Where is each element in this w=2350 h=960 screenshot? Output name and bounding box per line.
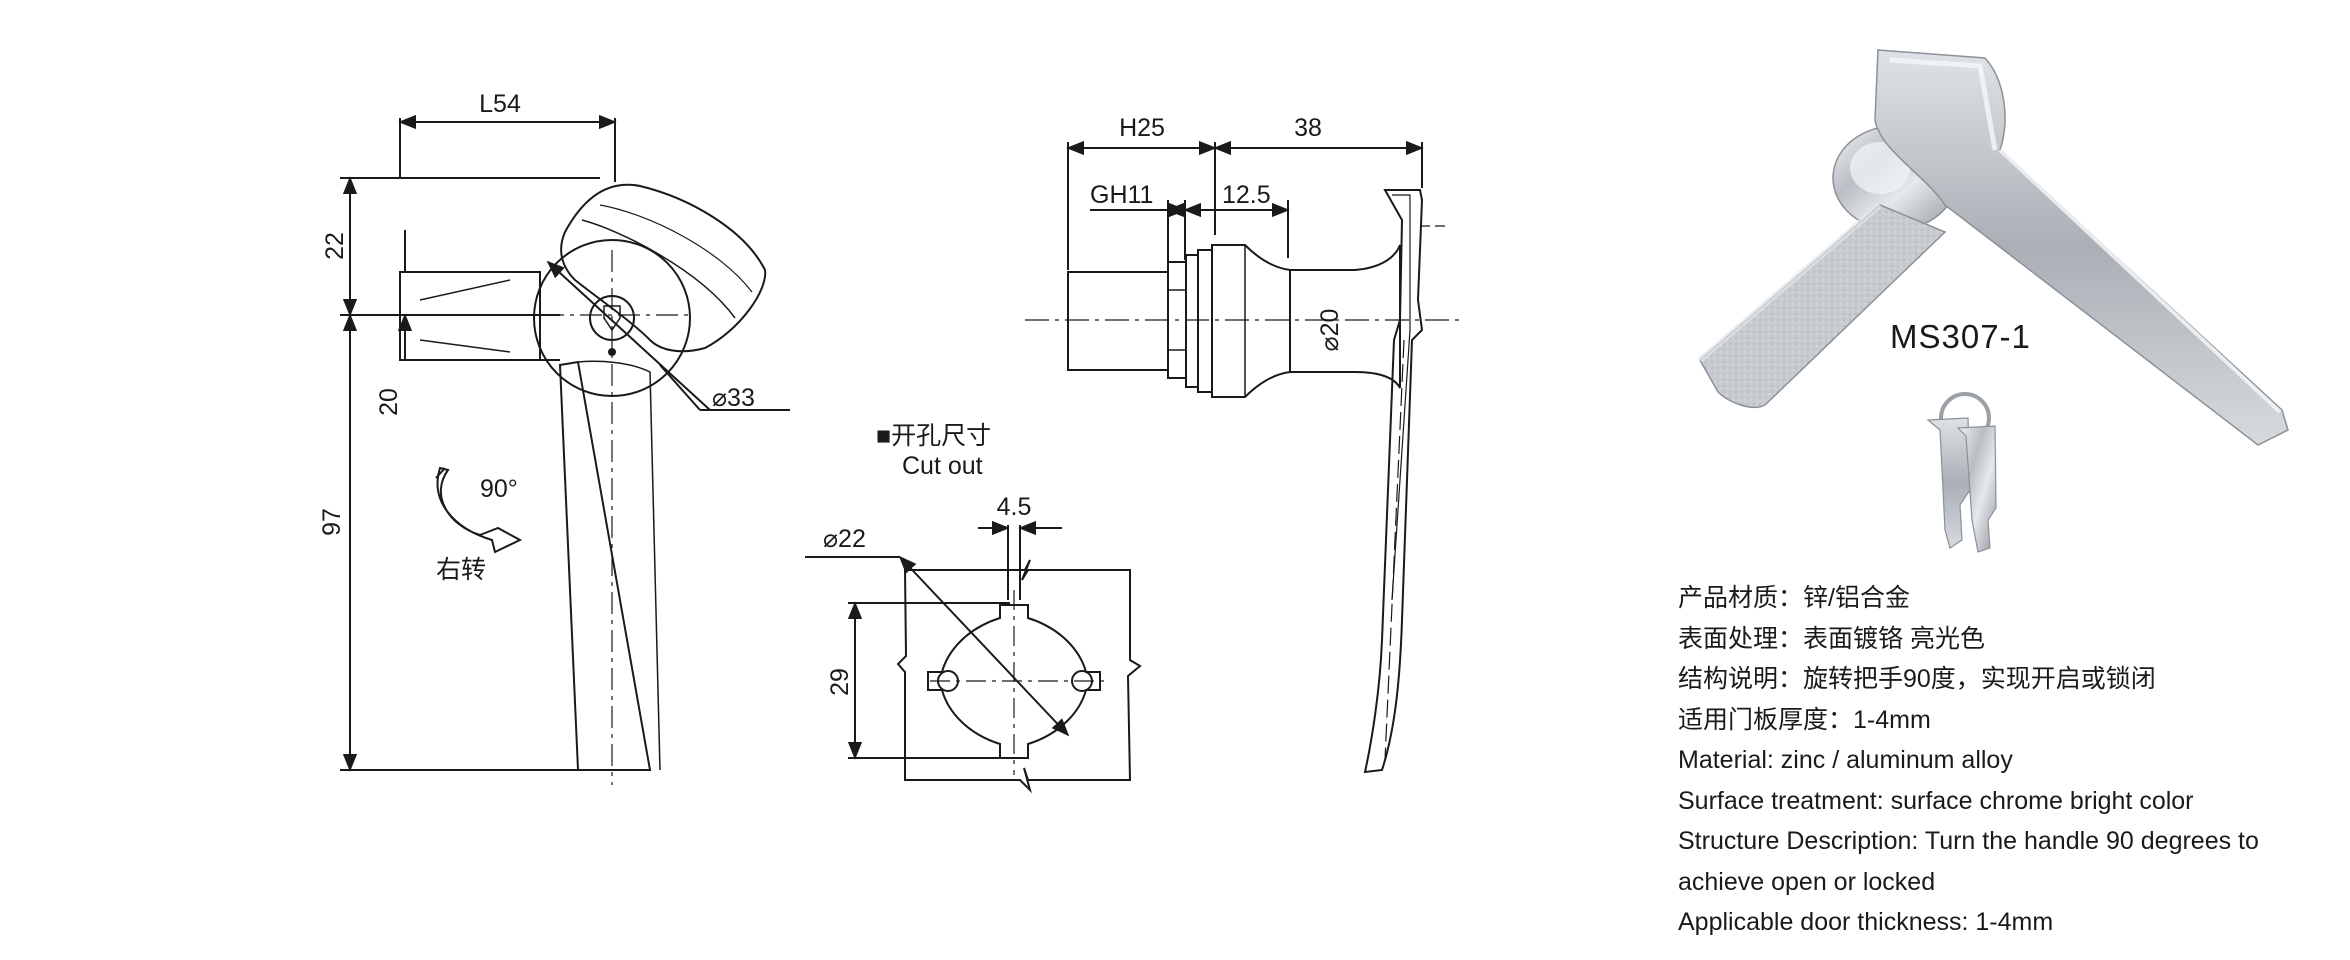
side-view	[1025, 140, 1460, 774]
dim-h: H25	[1119, 114, 1165, 142]
dim-cutout-height: 29	[826, 668, 854, 696]
dim-rotation: 90°	[480, 475, 518, 503]
dim-bottom-gap: 20	[375, 388, 403, 416]
spec-surface-en: Surface treatment: surface chrome bright…	[1678, 786, 2194, 815]
key-icon	[1926, 392, 1997, 553]
cutout-title-en: Cut out	[902, 452, 983, 480]
side-view-labels: H25 38 GH11 12.5 ⌀20	[1090, 114, 1344, 351]
spec-structure-cn: 结构说明：旋转把手90度，实现开启或锁闭	[1678, 665, 2156, 693]
cutout-view	[805, 520, 1142, 794]
dim-gh: GH11	[1090, 181, 1153, 209]
cutout-labels: ■开孔尺寸 Cut out 4.5 ⌀22 29	[823, 422, 1031, 696]
spec-list: 产品材质：锌/铝合金 表面处理：表面镀铬 亮光色 结构说明：旋转把手90度，实现…	[1678, 578, 2338, 943]
front-view-labels: L54 22 20 97 ⌀33 90° 右转	[318, 90, 755, 584]
dim-width: L54	[479, 90, 521, 118]
spec-material-en: Material: zinc / aluminum alloy	[1678, 746, 2013, 774]
dim-side-diameter: ⌀20	[1316, 309, 1344, 352]
spec-surface-cn: 表面处理：表面镀铬 亮光色	[1678, 624, 1985, 653]
spec-material-cn: 产品材质：锌/铝合金	[1678, 584, 1910, 612]
dim-slot: 4.5	[997, 493, 1032, 521]
spec-thickness-cn: 适用门板厚度：1-4mm	[1678, 705, 1931, 734]
rotation-label: 右转	[436, 556, 486, 584]
spec-structure-en-cont: achieve open or locked	[1678, 867, 1936, 896]
model-number: MS307-1	[1890, 318, 2031, 355]
product-photo	[1698, 49, 2289, 553]
dim-height: 97	[318, 508, 346, 536]
front-view	[340, 114, 790, 785]
cutout-title-cn: ■开孔尺寸	[876, 422, 991, 450]
dim-cutout-diameter: ⌀22	[823, 525, 866, 553]
spec-thickness-en: Applicable door thickness: 1-4mm	[1678, 908, 2054, 936]
dim-top: 22	[321, 232, 349, 260]
dim-diameter: ⌀33	[712, 384, 755, 412]
dim-depth: 38	[1294, 114, 1322, 142]
dim-neck: 12.5	[1222, 181, 1271, 209]
spec-structure-en: Structure Description: Turn the handle 9…	[1678, 827, 2259, 855]
